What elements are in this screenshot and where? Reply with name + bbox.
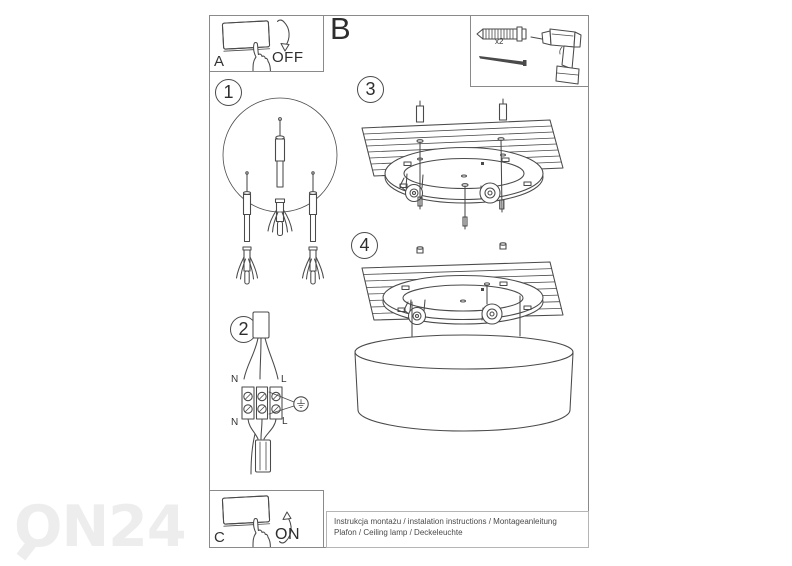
footer-line-2: Plafon / Ceiling lamp / Deckeleuchte — [334, 527, 463, 537]
bulb-socket-right-icon — [479, 182, 501, 204]
wall-plug-icon — [476, 26, 527, 42]
panel-switch-off: A OFF — [209, 15, 324, 72]
light-switch-icon — [221, 495, 271, 527]
step-1-badge: 1 — [215, 79, 242, 106]
ground-symbol-icon — [268, 391, 309, 415]
hand-icon — [252, 41, 271, 72]
footer-info-box: Instrukcja montażu / instalation instruc… — [326, 511, 589, 548]
step-3-badge: 3 — [357, 76, 384, 103]
drill-icon — [530, 28, 582, 85]
arrow-down-icon — [276, 19, 290, 52]
panel-switch-on: C ON — [209, 490, 324, 548]
arrow-up-icon — [278, 511, 292, 544]
switch-off-illustration — [221, 19, 290, 72]
tools-illustration — [476, 26, 582, 85]
screw-plug-right-icon — [301, 171, 325, 285]
wire-label-n-bottom: N — [231, 417, 239, 428]
mounted-plate-icon — [382, 274, 544, 325]
screw-icon — [479, 56, 527, 66]
wire-label-l-top: L — [281, 374, 287, 385]
off-label: OFF — [272, 49, 304, 66]
ceiling-studs-icon — [415, 98, 508, 123]
terminal-block-icon — [241, 386, 283, 420]
wire-label-n-top: N — [231, 374, 239, 385]
panel-a-letter: A — [214, 53, 225, 70]
step2-wiring-illustration — [241, 311, 309, 475]
required-tools-box: x2 — [470, 15, 589, 87]
section-b-letter: B — [330, 11, 351, 46]
hand-icon — [252, 517, 271, 548]
switch-on-illustration — [221, 495, 292, 548]
lamp-cable-icon — [247, 418, 277, 475]
plug-quantity-label: x2 — [495, 37, 504, 46]
step3-mounting-illustration — [361, 98, 564, 230]
footer-line-1: Instrukcja montażu / instalation instruc… — [334, 517, 557, 526]
screw-plug-center-icon — [267, 117, 293, 237]
lamp-shade-icon — [354, 334, 574, 432]
ceiling-screw-heads-icon — [416, 242, 507, 254]
light-switch-icon — [221, 20, 271, 52]
shade-support-rods-icon — [411, 295, 521, 340]
screw-plug-left-icon — [235, 171, 259, 285]
step-4-badge: 4 — [351, 232, 378, 259]
supply-cable-icon — [243, 311, 279, 380]
zoom-circle — [222, 97, 338, 213]
panel-c-letter: C — [214, 529, 225, 546]
bulb-socket-right-icon — [481, 282, 503, 325]
step4-shade-illustration — [354, 242, 574, 432]
wire-label-l-bottom: L — [282, 416, 288, 427]
watermark-logo: ON24 — [14, 494, 186, 560]
bulb-socket-left-icon — [403, 299, 427, 326]
mounting-plate-icon — [384, 146, 544, 204]
on-label: ON — [275, 526, 300, 543]
step1-dowels-illustration — [222, 97, 338, 285]
plate-screws-icon — [416, 137, 505, 230]
